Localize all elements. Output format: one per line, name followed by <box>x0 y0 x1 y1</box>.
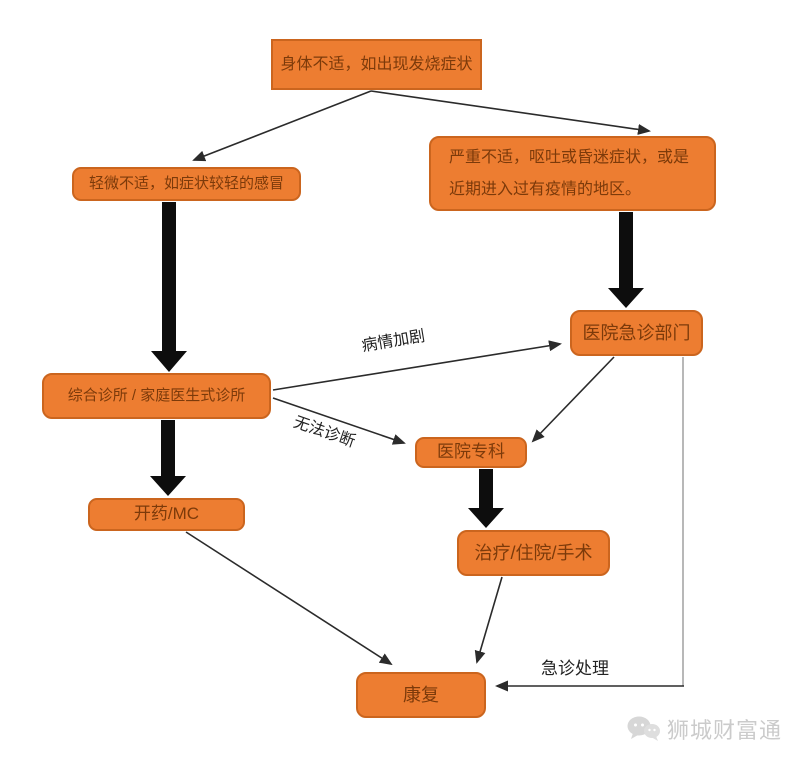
arrow-treatment-to-recovery <box>474 576 503 664</box>
node-recovery: 康复 <box>356 672 486 718</box>
arrow-emergency-to-specialist <box>531 356 615 443</box>
arrow-symptom-to-severe <box>370 90 651 135</box>
node-severe: 严重不适，呕吐或昏迷症状，或是近期进入过有疫情的地区。 <box>429 136 716 211</box>
node-clinic: 综合诊所 / 家庭医生式诊所 <box>42 373 271 419</box>
arrow-clinic-to-emergency <box>272 340 562 391</box>
node-specialist: 医院专科 <box>415 437 527 468</box>
node-medicine: 开药/MC <box>88 498 245 531</box>
node-mild: 轻微不适，如症状较轻的感冒 <box>72 167 301 201</box>
thick-arrow-specialist-to-treatment <box>468 469 504 528</box>
arrow-symptom-to-mild <box>192 90 372 162</box>
thick-arrow-mild-to-clinic <box>151 202 187 372</box>
edge-label-emergency-handling: 急诊处理 <box>541 659 609 678</box>
arrow-medicine-to-recovery <box>185 531 393 666</box>
node-treatment: 治疗/住院/手术 <box>457 530 610 576</box>
watermark: 狮城财富通 <box>626 713 782 745</box>
node-symptom: 身体不适，如出现发烧症状 <box>271 39 482 90</box>
thick-arrow-severe-to-emergency <box>608 212 644 308</box>
watermark-text: 狮城财富通 <box>667 718 783 743</box>
thick-arrow-clinic-to-medicine <box>150 420 186 496</box>
chat-bubbles-icon <box>626 715 662 743</box>
node-emergency: 医院急诊部门 <box>570 310 703 356</box>
arrow-clinic-to-specialist <box>272 397 406 445</box>
